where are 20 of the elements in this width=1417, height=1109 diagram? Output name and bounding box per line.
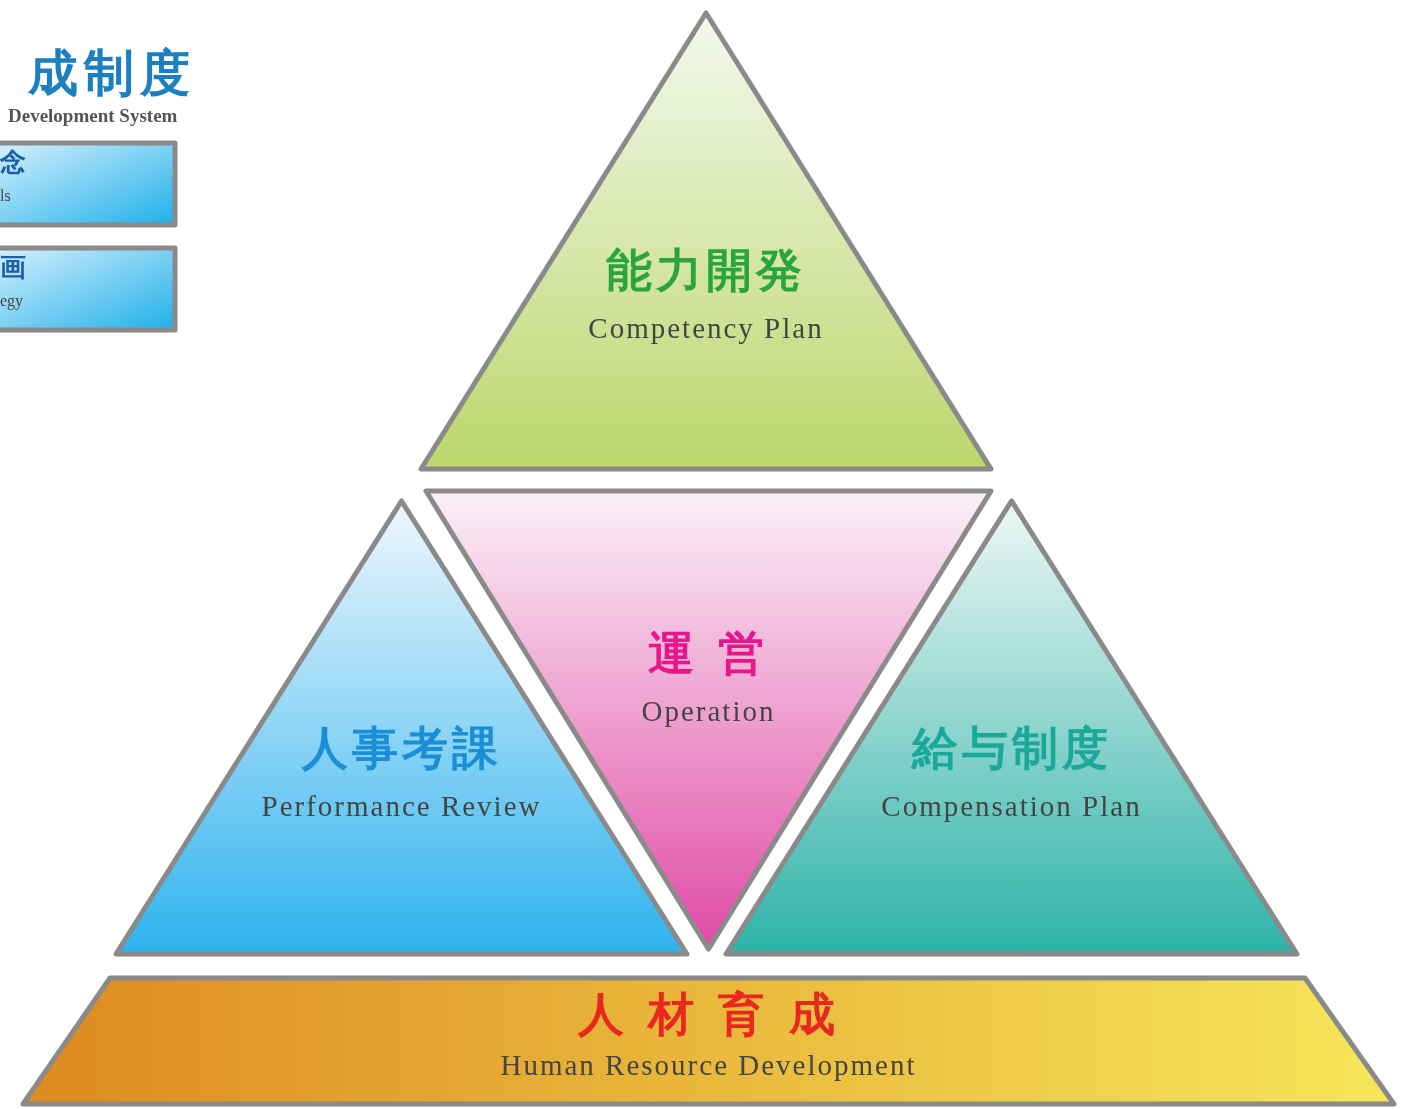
panel-subtitle: ls bbox=[0, 186, 11, 206]
panel-heading: 人事考課 bbox=[300, 723, 503, 774]
panel-subtitle: Competency Plan bbox=[587, 311, 825, 346]
panel-subtitle: Performance Review bbox=[260, 789, 543, 824]
panel-heading: 念 bbox=[0, 148, 26, 177]
panel-subtitle: Human Resource Development bbox=[499, 1048, 918, 1083]
panel-heading: 運 営 bbox=[647, 628, 770, 679]
panel-heading: 能力開発 bbox=[605, 245, 807, 296]
panel-heading: 給与制度 bbox=[910, 723, 1113, 774]
info-panel bbox=[0, 245, 178, 333]
base-band bbox=[20, 975, 1397, 1107]
triangle-panel bbox=[418, 10, 994, 472]
panel-heading: 人 材 育 成 bbox=[576, 989, 840, 1040]
page-heading: 成制度 bbox=[28, 43, 196, 104]
panel-heading: 画 bbox=[0, 253, 26, 282]
panel-subtitle: egy bbox=[0, 291, 24, 311]
panel-subtitle: Compensation Plan bbox=[880, 789, 1143, 824]
panel-subtitle: Operation bbox=[640, 694, 777, 729]
info-panel bbox=[0, 140, 178, 228]
page-subtitle: Development System bbox=[8, 105, 178, 127]
